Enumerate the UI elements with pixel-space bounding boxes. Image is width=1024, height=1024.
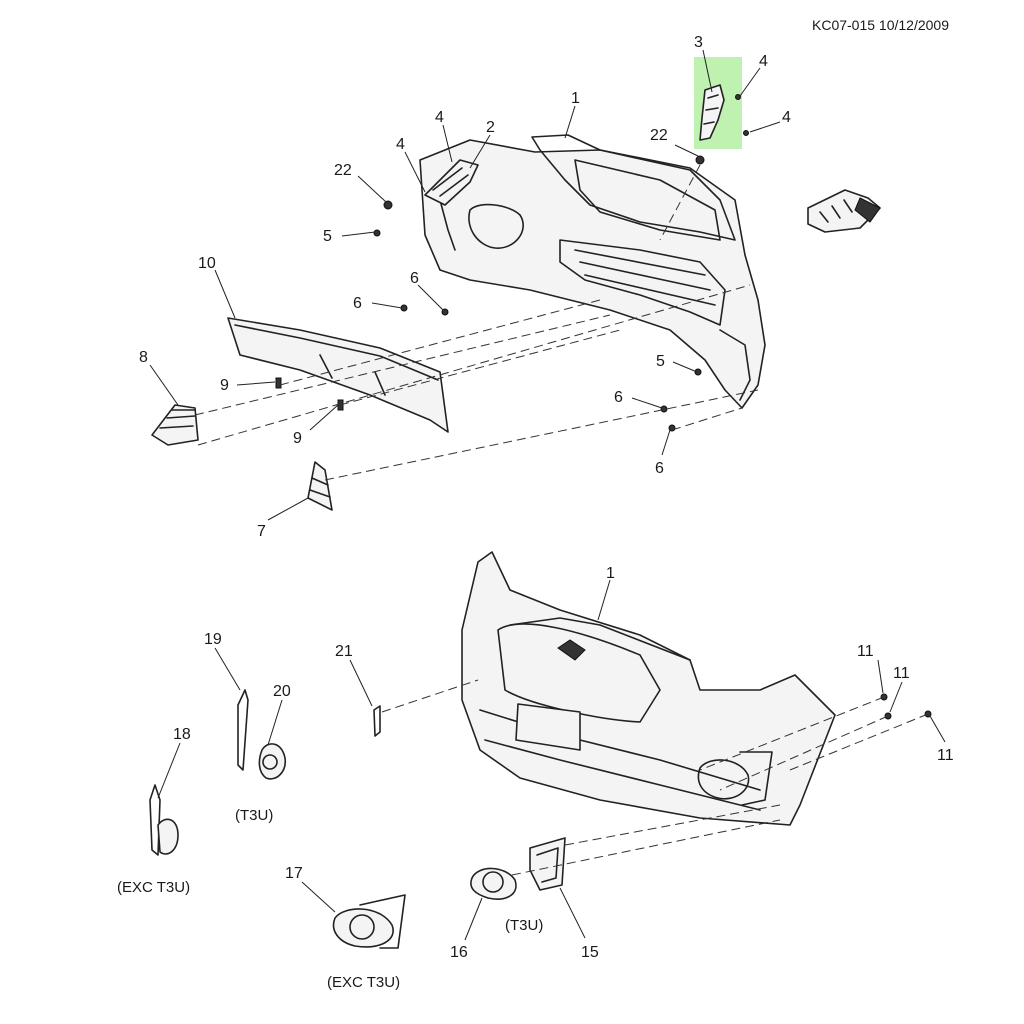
- grille-insert-part-7: [307, 461, 333, 511]
- fog-lamp-bezel-part-17: [332, 894, 406, 949]
- callout-4-c[interactable]: 4: [435, 109, 444, 126]
- callout-5-b[interactable]: 5: [656, 353, 665, 370]
- callout-4-a[interactable]: 4: [759, 53, 768, 70]
- callout-20[interactable]: 20: [273, 683, 291, 700]
- callout-19[interactable]: 19: [204, 631, 222, 648]
- fasteners-bottom: [880, 693, 932, 720]
- callout-6-c[interactable]: 6: [614, 389, 623, 406]
- callout-22-b[interactable]: 22: [650, 127, 668, 144]
- callout-1-top[interactable]: 1: [571, 90, 580, 107]
- callout-11-a[interactable]: 11: [857, 643, 874, 660]
- fasteners-top: [275, 94, 749, 432]
- trim-part-21: [373, 705, 381, 737]
- callout-3[interactable]: 3: [694, 34, 703, 51]
- callout-4-b[interactable]: 4: [782, 109, 791, 126]
- callout-4-d[interactable]: 4: [396, 136, 405, 153]
- callout-8[interactable]: 8: [139, 349, 148, 366]
- fog-lamp-part-20: [258, 743, 286, 780]
- callout-11-c[interactable]: 11: [937, 747, 954, 764]
- trim-part-19: [237, 689, 249, 771]
- callout-7[interactable]: 7: [257, 523, 266, 540]
- bumper-fascia-front-view: [461, 551, 836, 826]
- fog-lamp-part-18: [149, 784, 179, 856]
- variant-notes: (T3U) (EXC T3U) (T3U) (EXC T3U): [117, 807, 543, 991]
- callout-10[interactable]: 10: [198, 255, 216, 272]
- grille-insert-part-8: [151, 404, 199, 446]
- callout-labels: 1 2 3 4 4 4 4 22 22 5 5 6 6 6 6 10 8 9 9…: [139, 34, 954, 961]
- absorber-part-10: [227, 317, 449, 433]
- callout-18[interactable]: 18: [173, 726, 191, 743]
- callout-6-b[interactable]: 6: [410, 270, 419, 287]
- note-t3u-b: (T3U): [505, 917, 543, 934]
- callout-2[interactable]: 2: [486, 119, 495, 136]
- callout-1-bottom[interactable]: 1: [606, 565, 615, 582]
- bumper-fascia-rear-view: [419, 134, 766, 409]
- alignment-lines-top: [194, 164, 759, 481]
- note-exc-t3u-b: (EXC T3U): [327, 974, 400, 991]
- callout-15[interactable]: 15: [581, 944, 599, 961]
- note-exc-t3u-a: (EXC T3U): [117, 879, 190, 896]
- callout-11-b[interactable]: 11: [893, 665, 910, 682]
- callout-6-d[interactable]: 6: [655, 460, 664, 477]
- alignment-lines-bottom: [381, 679, 929, 876]
- callout-9-a[interactable]: 9: [220, 377, 229, 394]
- leader-lines: [149, 49, 946, 941]
- callout-6-a[interactable]: 6: [353, 295, 362, 312]
- bracket-part-2: [424, 159, 479, 206]
- callout-21[interactable]: 21: [335, 643, 353, 660]
- bracket-part-3: [699, 84, 725, 141]
- callout-22-a[interactable]: 22: [334, 162, 352, 179]
- connector-block: [807, 189, 881, 233]
- fog-lamp-part-16: [470, 867, 517, 900]
- callout-9-b[interactable]: 9: [293, 430, 302, 447]
- callout-5-a[interactable]: 5: [323, 228, 332, 245]
- fog-lamp-bezel-part-15: [529, 837, 566, 891]
- callout-16[interactable]: 16: [450, 944, 468, 961]
- note-t3u-a: (T3U): [235, 807, 273, 824]
- document-id: KC07-015 10/12/2009: [812, 17, 949, 33]
- callout-17[interactable]: 17: [285, 865, 303, 882]
